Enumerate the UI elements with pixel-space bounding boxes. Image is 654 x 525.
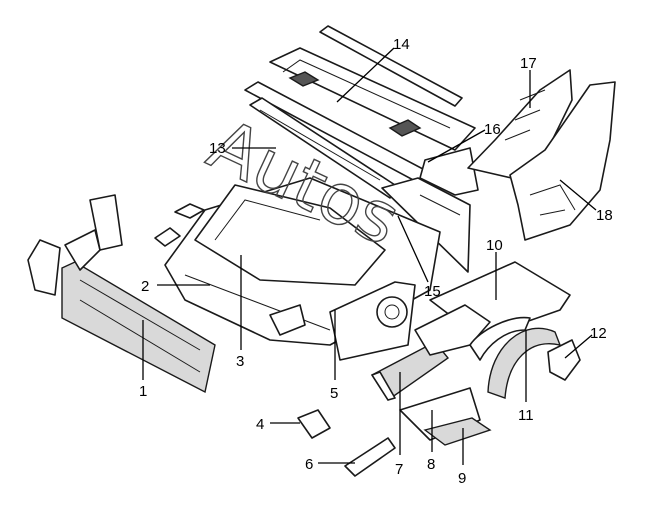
leader-lines [142,47,597,465]
callout-15: 15 [424,283,441,300]
callout-1: 1 [139,383,147,400]
floor-small-plates [154,203,205,247]
part-7-tube [370,341,450,401]
callout-7: 7 [395,461,403,478]
part-18-pillar-outer [509,81,616,241]
callout-16: 16 [484,121,501,138]
callout-14: 14 [393,36,410,53]
part-3-spare-wheel-panel [194,184,386,286]
callout-18: 18 [596,207,613,224]
callout-11: 11 [518,407,534,424]
callout-9: 9 [458,470,466,487]
callout-3: 3 [236,353,244,370]
callout-labels: 1 2 3 4 5 6 7 8 9 10 11 12 13 14 15 16 1… [139,36,613,487]
part-5-lamp-panel [329,281,416,361]
part-1-rear-panel [27,194,216,394]
part-9-plate [423,417,492,446]
callout-6: 6 [305,456,313,473]
callout-5: 5 [330,385,338,402]
callout-10: 10 [486,237,503,254]
callout-2: 2 [141,278,149,295]
part-14-parcel-shelf [269,25,476,151]
callout-4: 4 [256,416,264,433]
part-15-panel [381,177,471,273]
callout-8: 8 [427,456,435,473]
part-16-bracket [419,147,479,196]
part-11-wheel-arch [469,316,562,399]
callout-13: 13 [209,140,226,157]
part-12-bracket [547,339,581,381]
callout-12: 12 [590,325,607,342]
callout-17: 17 [520,55,537,72]
part-6-strap [344,437,396,477]
part-4-bracket [297,409,331,439]
